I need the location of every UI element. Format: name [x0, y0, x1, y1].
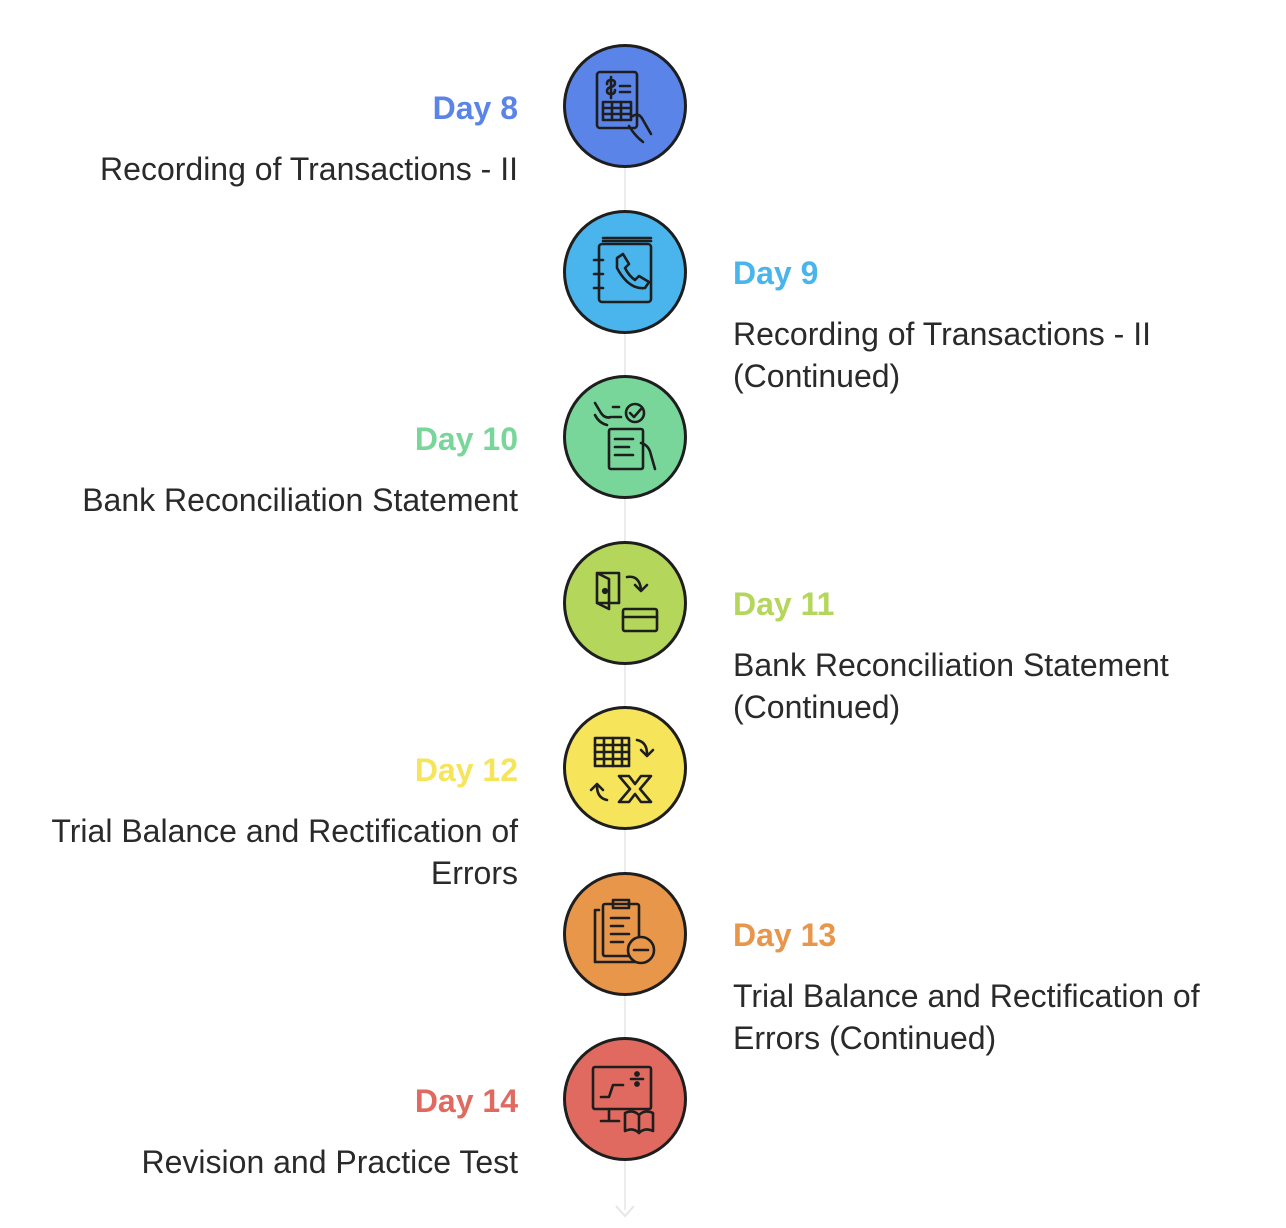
step-icon-circle: [563, 1037, 687, 1161]
step-icon-circle: [563, 706, 687, 830]
timeline-arrow-icon: [615, 1205, 635, 1218]
step-title: Revision and Practice Test: [141, 1144, 518, 1180]
step-icon-circle: [563, 872, 687, 996]
chart-book-icon: [591, 1065, 655, 1135]
wallet-card-transfer-icon: [595, 571, 659, 633]
step-label: Day 13 Trial Balance and Rectification o…: [733, 915, 1253, 1059]
step-day: Day 10: [414, 421, 518, 457]
step-day: Day 11: [733, 586, 835, 622]
step-icon-circle: [563, 44, 687, 168]
step-day: Day 14: [414, 1083, 518, 1119]
checklist-document-icon: [593, 401, 657, 471]
step-title: Bank Reconciliation Statement: [82, 482, 518, 518]
step-label: Day 14 Revision and Practice Test: [142, 1081, 518, 1183]
table-error-icon: [589, 736, 655, 804]
step-day: Day 12: [414, 752, 518, 788]
step-title: Bank Reconciliation Statement (Continued…: [733, 647, 1169, 725]
step-icon-circle: [563, 375, 687, 499]
step-day: Day 9: [733, 255, 819, 291]
step-day: Day 13: [733, 917, 837, 953]
step-day: Day 8: [432, 90, 518, 126]
step-label: Day 9 Recording of Transactions - II (Co…: [733, 253, 1253, 397]
step-label: Day 11 Bank Reconciliation Statement (Co…: [733, 584, 1253, 728]
step-label: Day 12 Trial Balance and Rectification o…: [0, 750, 518, 894]
step-label: Day 10 Bank Reconciliation Statement: [82, 419, 518, 521]
step-label: Day 8 Recording of Transactions - II: [100, 88, 518, 190]
step-title: Trial Balance and Rectification of Error…: [733, 978, 1200, 1056]
phone-book-icon: [592, 236, 653, 304]
clipboard-remove-icon: [593, 898, 656, 965]
step-title: Trial Balance and Rectification of Error…: [51, 813, 518, 891]
step-title: Recording of Transactions - II: [100, 151, 518, 187]
step-icon-circle: [563, 210, 687, 334]
step-title: Recording of Transactions - II (Continue…: [733, 316, 1151, 394]
step-icon-circle: [563, 541, 687, 665]
accounting-ledger-icon: [595, 70, 653, 144]
